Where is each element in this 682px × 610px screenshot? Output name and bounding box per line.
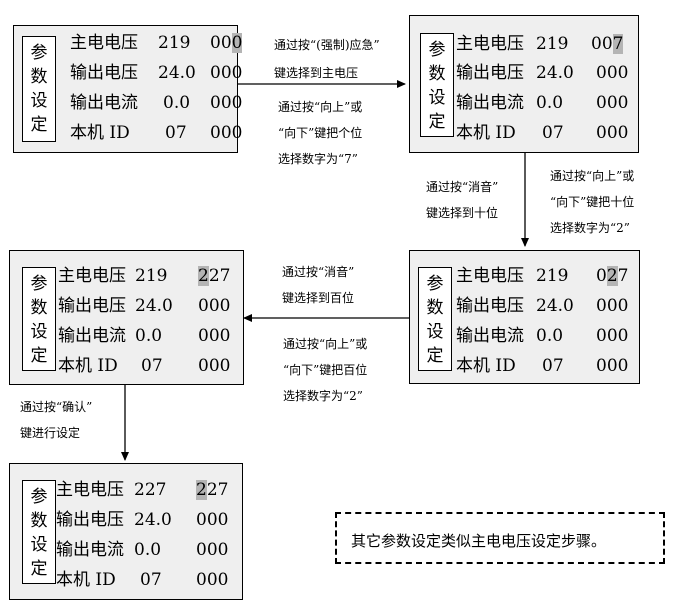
cursor-digit: 7 bbox=[612, 34, 624, 54]
param-setting-tag: 参数设定 bbox=[420, 33, 454, 137]
cursor-digit: 2 bbox=[198, 266, 209, 286]
step4-note: 通过按“向上”或 “向下”键把十位 选择数字为“2” bbox=[550, 169, 635, 235]
cursor-digit: 2 bbox=[606, 266, 618, 286]
param-setting-tag: 参数设定 bbox=[22, 36, 56, 142]
param-panel-3: 参数设定 主电电压 219 027 输出电压 24.0 000 输出电流 0.0… bbox=[409, 250, 640, 384]
param-setting-tag: 参数设定 bbox=[22, 267, 56, 371]
param-setting-tag: 参数设定 bbox=[418, 267, 452, 371]
step2-note: 通过按“向上”或 “向下”键把个位 选择数字为“7” bbox=[278, 100, 363, 166]
param-panel-2: 参数设定 主电电压 219 007 输出电压 24.0 000 输出电流 0.0… bbox=[409, 15, 639, 153]
cursor-digit: 2 bbox=[196, 480, 207, 500]
param-panel-4: 参数设定 主电电压 219 227 输出电压 24.0 000 输出电流 0.0… bbox=[9, 250, 244, 385]
param-setting-tag: 参数设定 bbox=[22, 480, 56, 584]
param-panel-1: 参数设定 主电电压 219 000 输出电压 24.0 000 输出电流 0.0… bbox=[13, 25, 243, 153]
step3-note: 通过按“消音” 键选择到十位 bbox=[426, 180, 499, 220]
param-panel-5: 参数设定 主电电压 227 227 输出电压 24.0 000 输出电流 0.0… bbox=[9, 463, 243, 600]
step7-note: 通过按“确认” 键进行设定 bbox=[20, 400, 93, 440]
footer-note: 其它参数设定类似主电电压设定步骤。 bbox=[351, 532, 607, 550]
cursor-digit: 0 bbox=[231, 33, 243, 53]
footer-note-box: 其它参数设定类似主电电压设定步骤。 bbox=[335, 512, 665, 564]
step5-note: 通过按“消音” 键选择到百位 bbox=[282, 265, 355, 305]
step1-note: 通过按“(强制)应急” 键选择到主电压 bbox=[274, 38, 380, 80]
step6-note: 通过按“向上”或 “向下”键把百位 选择数字为“2” bbox=[283, 337, 368, 403]
